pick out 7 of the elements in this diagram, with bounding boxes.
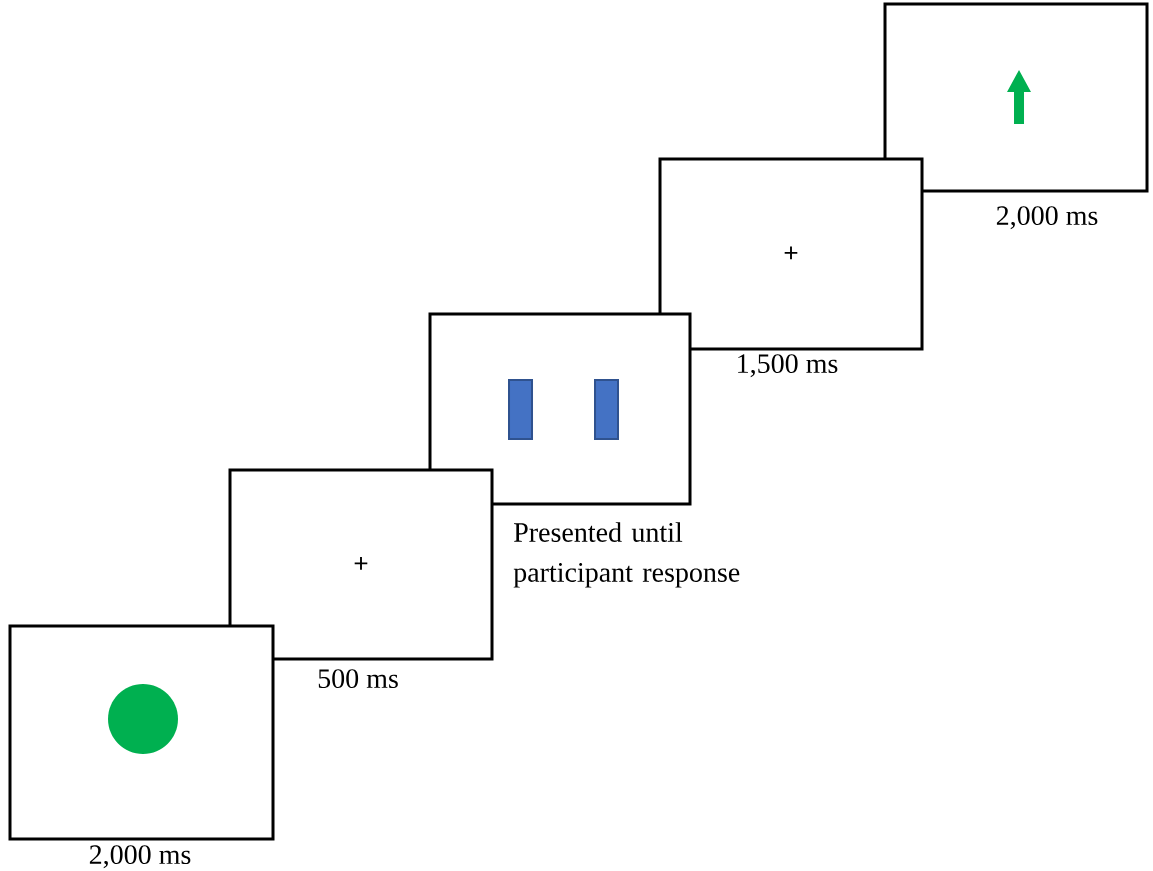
fixation-screen: + (228, 468, 494, 661)
fixation-screen: + (658, 157, 924, 351)
duration-label: 2,000 ms (89, 845, 191, 869)
duration-label: 500 ms (318, 669, 398, 689)
duration-label: 1,500 ms (738, 354, 838, 378)
duration-label: 2,000 ms (996, 206, 1098, 230)
duration-label: Presented until participant response (513, 522, 740, 588)
